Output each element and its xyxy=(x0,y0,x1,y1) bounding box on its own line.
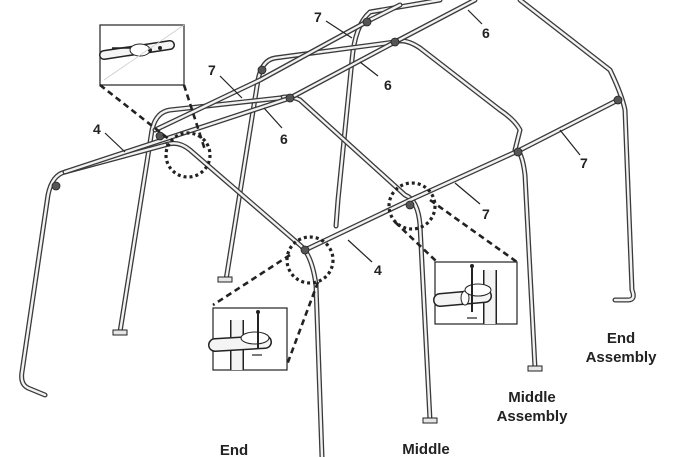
connector xyxy=(513,147,523,157)
caption-middle-back-line2: Assembly xyxy=(497,408,569,425)
caption-end-back-line2: Assembly xyxy=(586,349,658,366)
inset-bottom-left-art xyxy=(208,310,272,370)
foot-plate xyxy=(217,276,233,283)
caption-middle-back-line1: Middle xyxy=(508,389,556,406)
detail-circle-front xyxy=(285,235,335,285)
connector xyxy=(285,93,295,103)
detail-circle-middle xyxy=(387,181,437,231)
connector xyxy=(51,181,61,191)
connector xyxy=(362,17,372,27)
part-label: 6 xyxy=(280,131,288,147)
part-label: 6 xyxy=(384,77,392,93)
connector xyxy=(613,95,623,105)
captions: End Assembly Middle Assembly End Middle xyxy=(220,330,657,457)
part-leaders xyxy=(104,9,581,263)
connector xyxy=(300,245,310,255)
foot-plate xyxy=(527,365,543,372)
detail-circle-top xyxy=(164,131,212,179)
foot-plate xyxy=(112,329,128,336)
part-label: 7 xyxy=(580,155,588,171)
part-label: 4 xyxy=(93,121,101,137)
detail-callouts xyxy=(99,24,518,371)
inset-bottom-right-art xyxy=(433,264,497,324)
part-label: 7 xyxy=(482,206,490,222)
connector xyxy=(405,200,415,210)
frame-connectors xyxy=(51,17,623,255)
tube-middle-front-arch xyxy=(277,94,433,423)
caption-middle-front: Middle xyxy=(402,441,450,457)
frame-tubes xyxy=(19,0,636,457)
caption-end-front: End xyxy=(220,442,248,457)
connector xyxy=(155,131,165,141)
part-label: 6 xyxy=(482,25,490,41)
part-label: 7 xyxy=(208,62,216,78)
connector xyxy=(390,37,400,47)
part-label: 7 xyxy=(314,9,322,25)
tube-front-arch xyxy=(162,140,325,457)
frame-feet xyxy=(112,276,543,424)
part-label: 4 xyxy=(374,262,382,278)
caption-end-back-line1: End xyxy=(607,330,635,347)
connector xyxy=(257,65,267,75)
foot-plate xyxy=(422,417,438,424)
inset-top-art xyxy=(99,24,185,81)
part-numbers: 7 6 7 6 4 6 7 7 4 xyxy=(93,9,588,278)
